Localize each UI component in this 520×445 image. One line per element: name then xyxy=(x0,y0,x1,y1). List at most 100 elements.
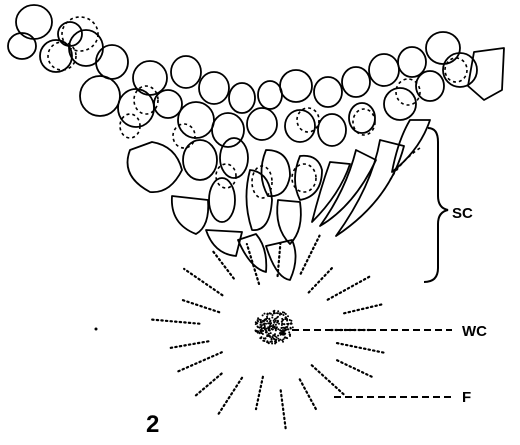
stipple-dot xyxy=(266,320,268,322)
stipple-dot xyxy=(280,333,282,335)
stipple-dot xyxy=(281,318,283,320)
stipple-dot xyxy=(287,328,289,330)
stipple-dot xyxy=(276,312,278,314)
stipple-dot xyxy=(271,336,273,338)
stipple-dot xyxy=(282,311,284,313)
stipple-dot xyxy=(255,323,257,325)
stipple-dot xyxy=(282,320,284,322)
stipple-dot xyxy=(271,341,273,343)
stipple-dot xyxy=(274,340,276,342)
stipple-dot xyxy=(264,313,266,315)
stipple-dot xyxy=(291,323,293,325)
stipple-dot xyxy=(277,310,279,312)
sc-label: SC xyxy=(452,205,473,222)
stipple-dot xyxy=(260,330,262,332)
stipple-dot xyxy=(276,326,278,328)
stipple-dot xyxy=(278,340,280,342)
stipple-dot xyxy=(284,333,286,335)
stipple-dot xyxy=(263,323,265,325)
stipple-dot xyxy=(266,332,268,334)
stipple-dot xyxy=(271,317,273,319)
stipple-dot xyxy=(268,342,270,344)
stipple-dot xyxy=(262,333,264,335)
stipple-dot xyxy=(266,341,268,343)
fiber-ray xyxy=(194,374,222,398)
stipple-dot xyxy=(279,312,281,314)
f-label: F xyxy=(462,389,471,406)
fiber-ray xyxy=(344,304,383,313)
stipple-dot xyxy=(276,322,278,324)
stipple-dot xyxy=(260,336,262,338)
fiber-ray xyxy=(178,352,222,371)
stipple-dot xyxy=(281,327,283,329)
stipple-dot xyxy=(266,313,268,315)
stipple-dot xyxy=(278,323,280,325)
fiber-ray xyxy=(247,244,259,284)
stipple-dot xyxy=(277,335,279,337)
sc-bracket xyxy=(424,128,448,282)
stipple-dot xyxy=(277,328,279,330)
fiber-ray xyxy=(182,300,219,312)
stipple-dot xyxy=(255,321,257,323)
stipple-dot xyxy=(288,331,290,333)
stipple-dot xyxy=(273,310,275,312)
stipple-dot xyxy=(289,319,291,321)
stipple-dot xyxy=(271,343,273,345)
stipple-dot xyxy=(274,343,276,345)
stipple-dot xyxy=(259,319,261,321)
fiber-ray xyxy=(281,390,286,431)
stipple-dot xyxy=(281,339,283,341)
stipple-dot xyxy=(270,328,272,330)
stipple-dot xyxy=(275,339,277,341)
stipple-dot xyxy=(264,338,266,340)
stipple-dot xyxy=(262,314,264,316)
fiber-ray xyxy=(301,236,320,274)
stipple-dot xyxy=(257,321,259,323)
stipple-dot xyxy=(279,329,281,331)
stipple-dot xyxy=(274,321,276,323)
stipple-dot xyxy=(286,337,288,339)
stipple-dot xyxy=(259,324,261,326)
stipple-dot xyxy=(277,320,279,322)
fiber-ray xyxy=(309,267,334,293)
stipple-dot xyxy=(282,329,284,331)
stipple-dot xyxy=(286,318,288,320)
figure-number: 2 xyxy=(146,411,159,438)
stipple-dot xyxy=(269,325,271,327)
fiber-rays xyxy=(150,236,386,431)
stipple-dot xyxy=(268,333,270,335)
wc-label: WC xyxy=(462,323,487,340)
stipple-dot xyxy=(269,335,271,337)
stipple-dot xyxy=(274,318,276,320)
stipple-dot xyxy=(287,315,289,317)
stipple-dot xyxy=(281,323,283,325)
stipple-dot xyxy=(270,320,272,322)
fiber-ray xyxy=(312,365,346,396)
fiber-ray xyxy=(337,360,372,376)
stipple-dot xyxy=(272,324,274,326)
stipple-dot xyxy=(292,326,294,328)
stipple-dot xyxy=(289,333,291,335)
cell-cluster xyxy=(8,5,504,280)
stipple-dot xyxy=(256,330,258,332)
stipple-dot xyxy=(274,333,276,335)
stipple-dot xyxy=(283,323,285,325)
fiber-ray xyxy=(337,343,386,353)
stipple-dot xyxy=(262,340,264,342)
stipple-dot xyxy=(257,326,259,328)
fiber-ray xyxy=(256,377,263,409)
stipple-dot xyxy=(272,314,274,316)
stippled-core xyxy=(255,310,294,345)
stipple-dot xyxy=(260,320,262,322)
stipple-dot xyxy=(270,332,272,334)
stipple-dot xyxy=(273,338,275,340)
stipple-dot xyxy=(286,326,288,328)
stipple-dot xyxy=(285,317,287,319)
stipple-dot xyxy=(267,326,269,328)
fiber-ray xyxy=(169,341,208,348)
stipple-dot xyxy=(284,337,286,339)
stipple-dot xyxy=(269,312,271,314)
stipple-dot xyxy=(284,329,286,331)
stipple-dot xyxy=(268,318,270,320)
dot-mark xyxy=(95,328,98,331)
